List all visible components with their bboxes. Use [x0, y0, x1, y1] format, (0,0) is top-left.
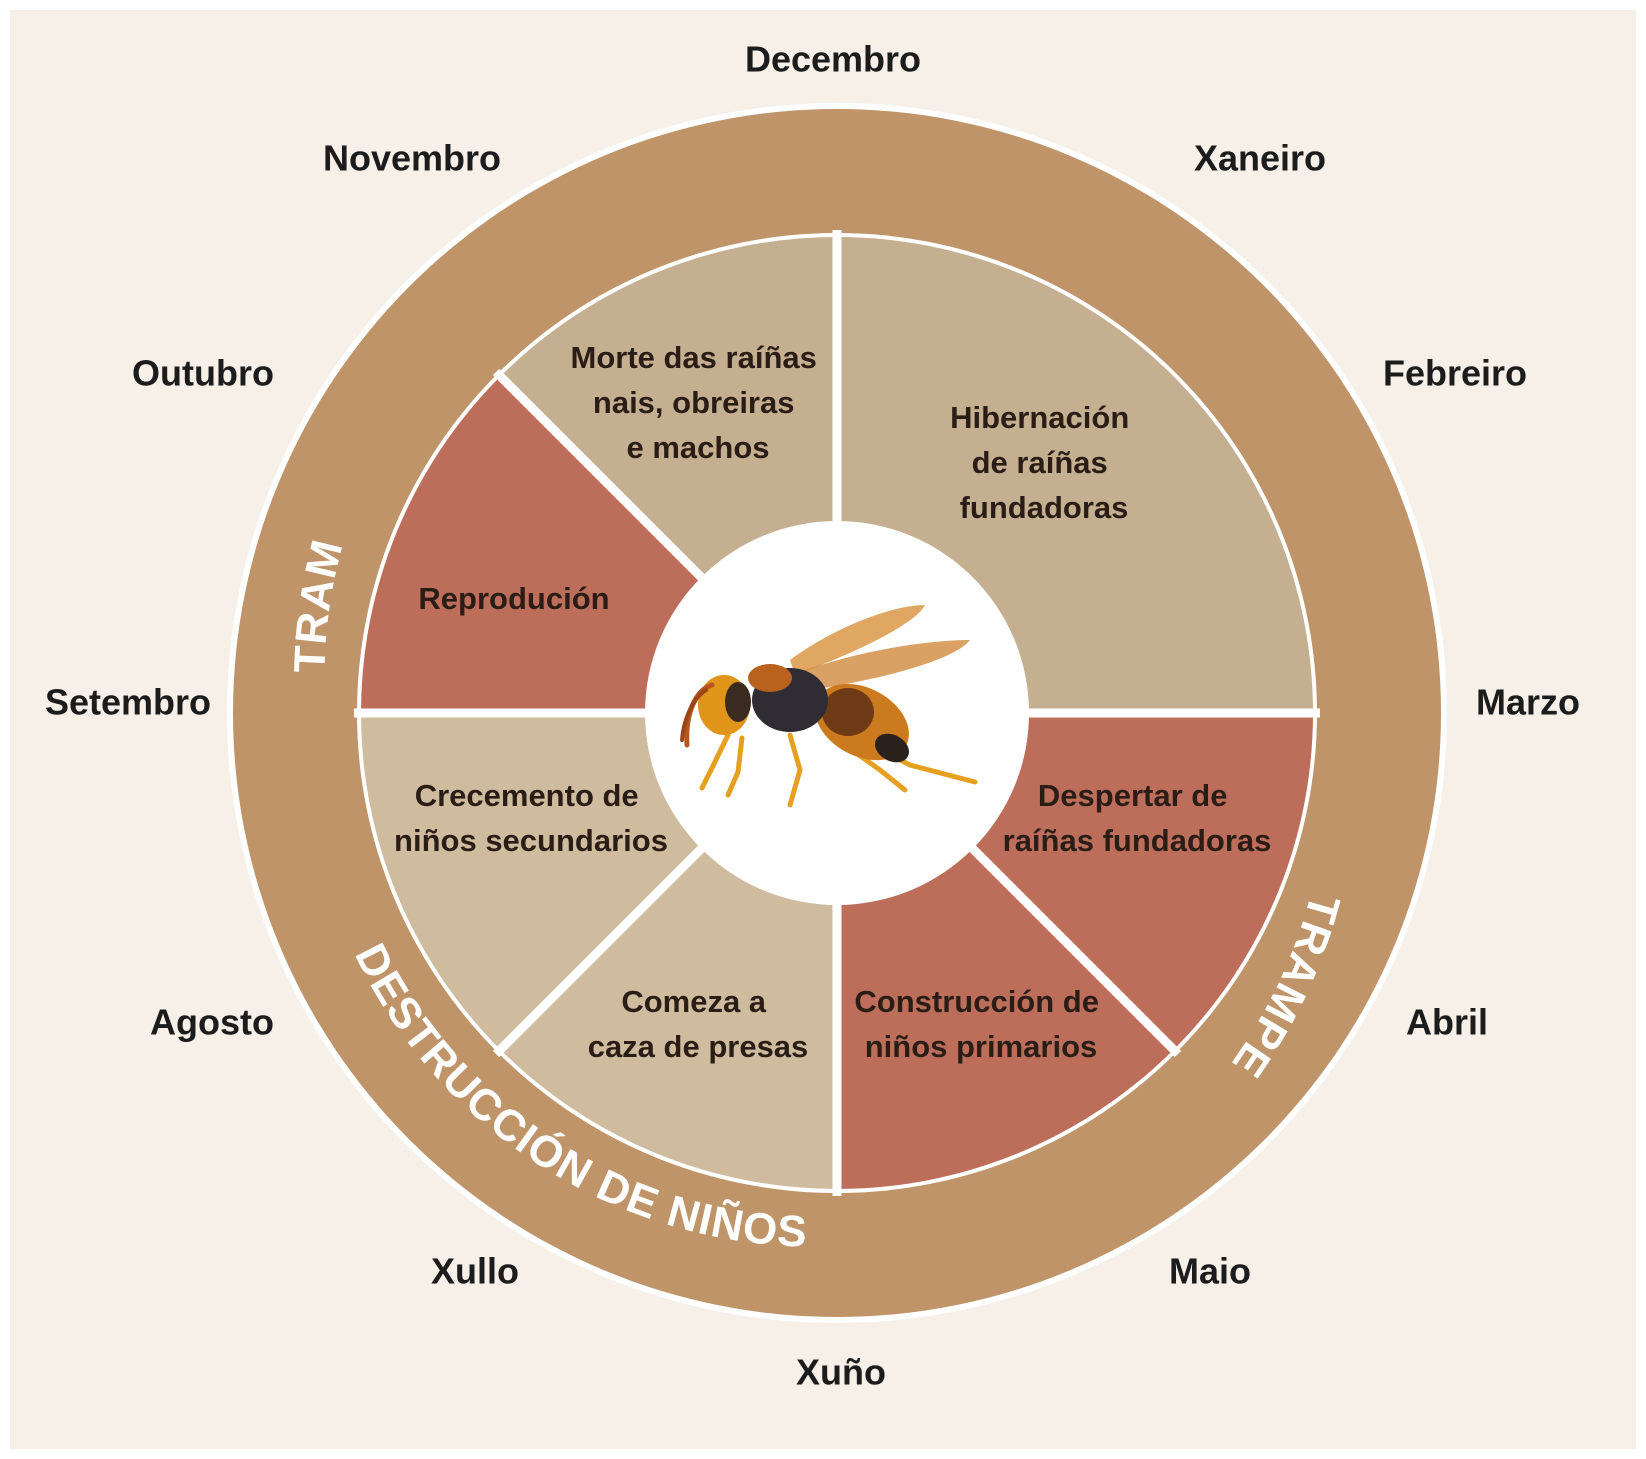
hornet-image [680, 605, 978, 808]
awakening-label: Despertar de raíñas fundadoras [1003, 778, 1272, 858]
month-november: Novembro [323, 138, 501, 179]
month-june: Xuño [796, 1352, 886, 1393]
month-october: Outubro [132, 353, 274, 394]
month-april: Abril [1406, 1002, 1488, 1043]
primary-nests-label: Construcción de niños primarios [854, 984, 1107, 1064]
month-september: Setembro [45, 682, 211, 723]
month-labels: Decembro Xaneiro Febreiro Marzo Abril Ma… [45, 39, 1580, 1393]
month-february: Febreiro [1383, 353, 1527, 394]
segment-labels: Hibernación de raíñas fundadoras Despert… [394, 340, 1271, 1064]
month-january: Xaneiro [1194, 138, 1326, 179]
month-may: Maio [1169, 1251, 1251, 1292]
month-march: Marzo [1476, 682, 1580, 723]
secondary-nests-label: Crecemento de niños secundarios [394, 778, 668, 858]
month-july: Xullo [431, 1251, 519, 1292]
reproduction-label: Reprodución [418, 581, 609, 616]
month-december: Decembro [745, 39, 921, 80]
prey-hunting-label: Comeza a caza de presas [588, 984, 809, 1064]
month-august: Agosto [150, 1002, 274, 1043]
hibernation-label: Hibernación de raíñas fundadoras [950, 400, 1138, 525]
death-label: Morte das raíñas nais, obreiras e machos [571, 340, 826, 465]
